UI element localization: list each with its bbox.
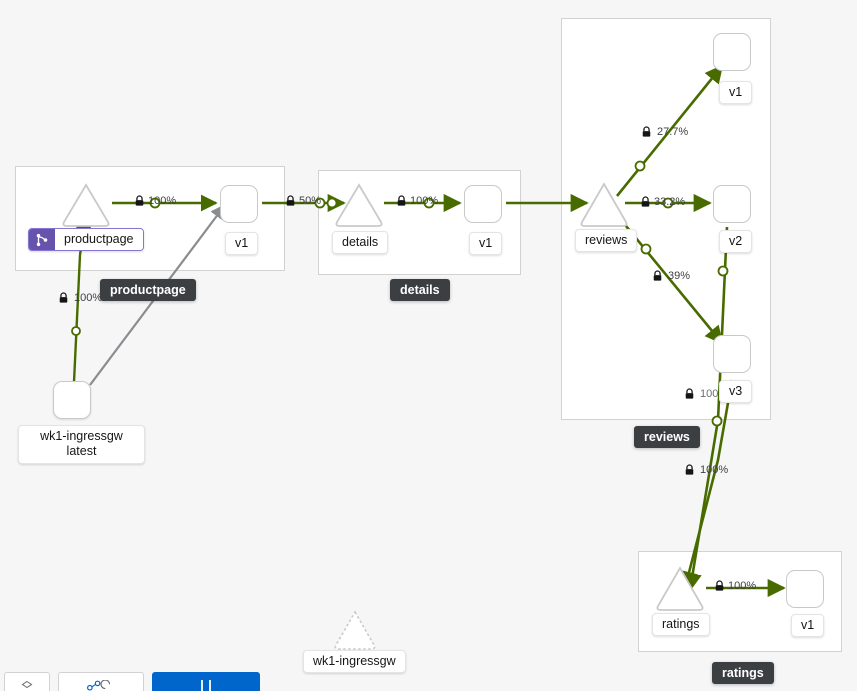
bar-left (201, 679, 203, 691)
tooltip-text: reviews (644, 430, 690, 444)
node-label-details-service[interactable]: details (332, 231, 389, 255)
group-tooltip-details: details (390, 279, 450, 301)
node-label-details-v1[interactable]: v1 (469, 232, 503, 256)
lock-icon (653, 270, 662, 281)
group-tooltip-productpage: productpage (100, 279, 196, 301)
node-label-text: v2 (729, 234, 743, 248)
bottom-toolbar[interactable] (0, 672, 304, 691)
edge-percent: 39% (668, 270, 691, 282)
toolbar-legend-chip[interactable] (4, 672, 50, 691)
edge-marker-ingressgw-productpage (71, 326, 81, 336)
node-label-text: v1 (801, 618, 815, 632)
node-label-text: wk1-ingressgw (313, 654, 396, 668)
edge-percent: 50% (299, 195, 322, 207)
toolbar-graph-chip[interactable] (58, 672, 144, 691)
node-label-text: reviews (585, 233, 628, 247)
lock-icon (641, 196, 650, 207)
workload-box (713, 335, 751, 373)
node-reviews-v3-workload[interactable] (713, 335, 751, 373)
edge-percent: 100% (728, 580, 757, 592)
node-label-ratings-service[interactable]: ratings (652, 613, 710, 637)
node-label-ratings-v1[interactable]: v1 (791, 614, 825, 638)
lock-icon (135, 195, 144, 206)
workload-box (53, 381, 91, 419)
node-reviews-v2-workload[interactable] (713, 185, 751, 223)
node-label-text: v1 (235, 236, 249, 250)
edge-label-reviews-v1: 27.7% (641, 126, 688, 138)
edge-percent: 100 (700, 388, 719, 400)
lock-icon (59, 292, 68, 303)
group-tooltip-ratings: ratings (712, 662, 774, 684)
graph-icon (87, 680, 111, 691)
group-tooltip-reviews: reviews (634, 426, 700, 448)
edge-label-reviews-v3: 39% (652, 270, 690, 282)
node-label-text: ratings (662, 617, 700, 631)
node-label-text: v1 (729, 85, 743, 99)
edge-percent: 100% (410, 195, 439, 207)
node-label-reviews-v1[interactable]: v1 (719, 81, 753, 105)
workflow-icon (29, 229, 55, 251)
lock-icon (685, 464, 694, 475)
edge-label-v3-ratings: 100 (684, 388, 718, 400)
edge-label-details-v1: 100% (396, 195, 438, 207)
node-label-text: details (342, 235, 379, 249)
edge-label-to-ratings: 100% (684, 464, 728, 476)
lock-icon (286, 195, 295, 206)
workload-box (786, 570, 824, 608)
edge-label-productpage-v1: 100% (134, 195, 176, 207)
tooltip-text: ratings (722, 666, 764, 680)
workload-box (464, 185, 502, 223)
edge-label-ratings-v1: 100% (714, 580, 756, 592)
node-label-text: productpage (55, 229, 143, 251)
node-ingressgw-workload[interactable] (53, 381, 91, 419)
node-label-productpage-service[interactable]: productpage (28, 228, 144, 252)
node-legend-wk1-ingressgw (334, 610, 376, 650)
node-productpage-v1-workload[interactable] (220, 185, 258, 223)
lock-icon (685, 388, 694, 399)
edge-percent: 100% (148, 195, 177, 207)
node-label-reviews-service[interactable]: reviews (575, 229, 638, 253)
node-label-text: v1 (479, 236, 493, 250)
edge-label-details-in: 50% (285, 195, 321, 207)
node-label-productpage-v1[interactable]: v1 (225, 232, 259, 256)
edge-percent: 33.2% (654, 196, 686, 208)
bar-right (209, 679, 211, 691)
edge-percent: 100% (700, 464, 729, 476)
node-label-reviews-v2[interactable]: v2 (719, 230, 753, 254)
node-ratings-v1-workload[interactable] (786, 570, 824, 608)
edge-label-ingressgw-productpage: 100% (58, 292, 102, 304)
tooltip-text: productpage (110, 283, 186, 297)
workload-box (713, 185, 751, 223)
node-label-text-line2: latest (66, 444, 97, 459)
node-label-reviews-v3[interactable]: v3 (719, 380, 753, 404)
workload-box (713, 33, 751, 71)
node-details-v1-workload[interactable] (464, 185, 502, 223)
lock-icon (715, 580, 724, 591)
lock-icon (397, 195, 406, 206)
node-reviews-v1-workload[interactable] (713, 33, 751, 71)
toolbar-primary-button[interactable] (152, 672, 260, 691)
lock-icon (642, 126, 651, 137)
workload-box (220, 185, 258, 223)
node-label-text: v3 (729, 384, 743, 398)
edge-label-reviews-v2: 33.2% (640, 196, 685, 208)
node-label-legend-wk1-ingressgw[interactable]: wk1-ingressgw (303, 650, 406, 674)
layers-icon (21, 680, 33, 689)
tooltip-text: details (400, 283, 440, 297)
edge-percent: 27.7% (657, 126, 689, 138)
edge-percent: 100% (74, 292, 103, 304)
node-label-text-line1: wk1-ingressgw (40, 429, 123, 443)
node-label-ingressgw[interactable]: wk1-ingressgw latest (18, 425, 145, 464)
